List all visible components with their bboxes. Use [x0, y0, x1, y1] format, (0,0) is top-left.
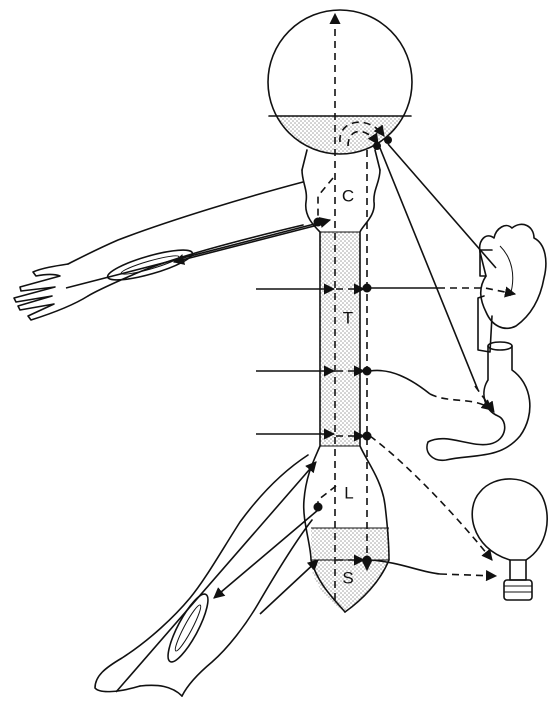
arm	[14, 182, 303, 320]
label-lumbar: L	[344, 484, 353, 503]
label-sacral: S	[342, 569, 353, 588]
leg	[95, 455, 312, 696]
label-thoracic: T	[343, 309, 353, 328]
bladder-icon	[472, 479, 547, 600]
stomach-icon	[427, 342, 530, 460]
brain	[268, 10, 412, 156]
label-cervical: C	[342, 187, 354, 206]
